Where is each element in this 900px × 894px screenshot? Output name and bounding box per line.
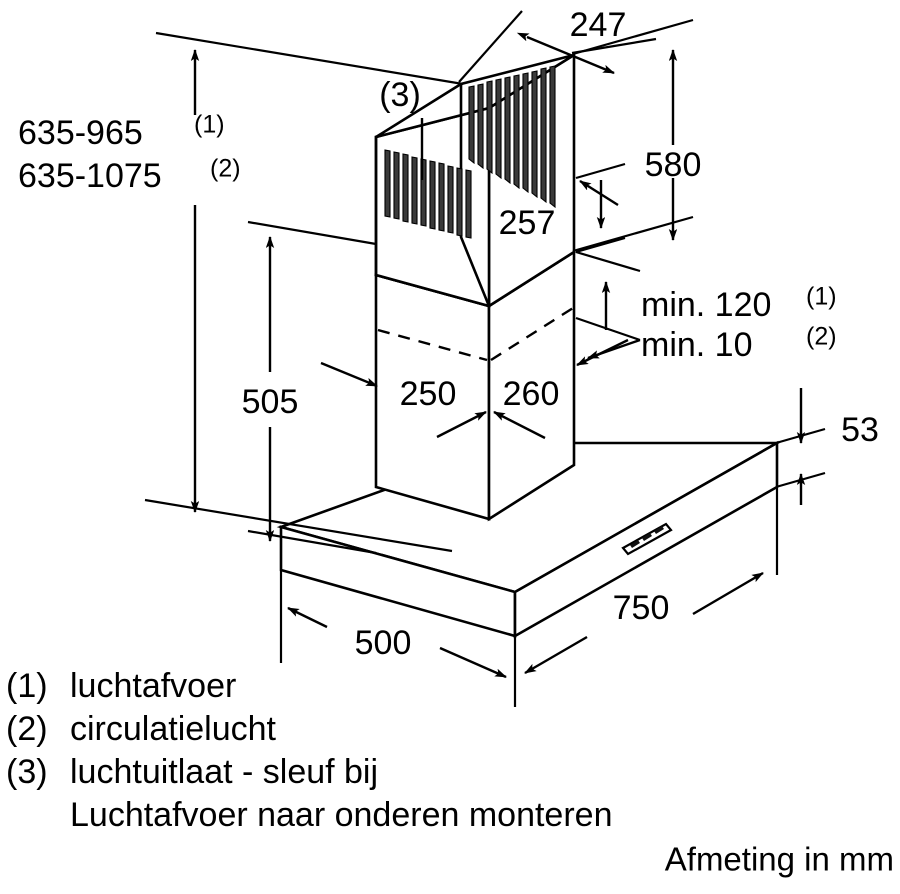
dim-750-arrow-lower <box>524 635 588 675</box>
dim-overall-ext-top <box>155 31 464 86</box>
dim-min-120-ref: (1) <box>806 283 837 311</box>
dim-250-arrow-right <box>436 410 487 439</box>
control-button-2[interactable] <box>642 533 652 541</box>
dim-250-arrow-left <box>320 361 378 388</box>
dim-635-1075-ref: (2) <box>210 155 241 183</box>
dim-247-line <box>516 32 615 75</box>
upper-chimney-inner-edge <box>459 82 491 308</box>
dim-overall-height: 635-965 (1) 635-1075 (2) <box>18 31 464 553</box>
dim-257: 257 <box>499 162 626 254</box>
dim-min-ext-top <box>575 250 641 273</box>
dim-505: 505 <box>242 220 377 555</box>
dim-260-arrow-right <box>576 338 629 367</box>
dim-580-ext-bottom <box>572 215 694 253</box>
dim-500: 500 <box>279 571 507 679</box>
dim-750: 750 <box>513 488 779 707</box>
dim-min-120-label: min. 120 <box>641 286 771 324</box>
hood-canopy <box>276 440 782 639</box>
dim-53: 53 <box>775 388 879 505</box>
dim-air-outlet-callout: (3) <box>379 76 424 180</box>
dim-53-label: 53 <box>841 411 879 449</box>
dim-260: 260 <box>493 338 629 440</box>
dim-250-label: 250 <box>400 375 457 413</box>
dim-min-10-ref: (2) <box>806 323 837 351</box>
dim-505-ext-top <box>247 220 377 246</box>
dim-257-label: 257 <box>499 204 556 242</box>
dim-257-ext-bottom <box>575 236 626 254</box>
legend-label-1: luchtafvoer <box>70 667 236 705</box>
air-outlet-slots-left <box>384 149 472 239</box>
air-outlet-slots-right <box>468 65 556 209</box>
legend-continuation: Luchtafvoer naar onderen monteren <box>70 796 612 834</box>
dim-500-label: 500 <box>355 624 412 662</box>
legend-marker-3: (3) <box>6 753 48 791</box>
legend-marker-1: (1) <box>6 667 48 705</box>
hidden-line-left <box>377 328 488 362</box>
dim-635-1075-label: 635-1075 <box>18 157 162 195</box>
legend-label-3: luchtuitlaat - sleuf bij <box>70 753 378 791</box>
legend-label-2: circulatielucht <box>70 710 277 748</box>
dim-min-clearance: min. 120 (1) min. 10 (2) <box>575 250 837 364</box>
dim-635-965-ref: (1) <box>194 111 225 139</box>
dim-500-arrow-right <box>439 646 507 679</box>
dim-min-ext-bottom <box>575 316 641 342</box>
dim-260-arrow-left <box>493 410 546 440</box>
dim-257-arrow-a <box>579 179 619 207</box>
legend-marker-2: (2) <box>6 710 48 748</box>
dim-260-label: 260 <box>503 375 560 413</box>
dim-min-10-label: min. 10 <box>641 326 753 364</box>
hidden-line-right <box>490 306 574 362</box>
dim-247: 247 <box>458 6 657 83</box>
units-note: Afmeting in mm <box>665 841 894 878</box>
dim-257-ext-top <box>575 162 626 180</box>
control-button-3[interactable] <box>654 526 664 534</box>
dim-505-label: 505 <box>242 383 299 421</box>
dim-580-ext-top <box>572 18 694 56</box>
upper-chimney <box>374 52 576 309</box>
dim-250: 250 <box>320 361 487 439</box>
legend: (1) luchtafvoer (2) circulatielucht (3) … <box>6 667 612 834</box>
dim-750-arrow-upper <box>692 571 764 616</box>
control-panel[interactable] <box>621 522 673 556</box>
dim-247-label: 247 <box>570 6 627 44</box>
dim-247-ext-left <box>458 10 523 83</box>
control-button-1[interactable] <box>630 540 640 548</box>
dim-635-965-label: 635-965 <box>18 114 143 152</box>
dim-750-label: 750 <box>613 589 670 627</box>
dim-580: 580 <box>572 18 702 253</box>
dim-500-arrow-left <box>287 606 328 629</box>
callout-3-label: (3) <box>379 76 421 114</box>
dim-580-label: 580 <box>645 146 702 184</box>
